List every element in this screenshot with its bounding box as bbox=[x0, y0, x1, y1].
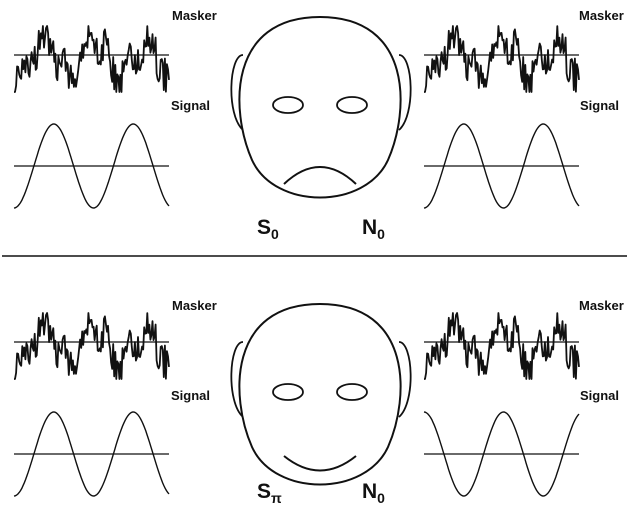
signal-label-right-bottom: Signal bbox=[580, 388, 620, 403]
masker-label-left-top: Masker bbox=[172, 8, 217, 23]
signal-condition-bottom: Sπ bbox=[257, 480, 282, 506]
signal-left-bottom-sine-waveform-icon bbox=[13, 411, 170, 497]
face-top-mouth-frown bbox=[283, 166, 357, 185]
signal-label-left-bottom: Signal bbox=[171, 388, 211, 403]
signal-right-top-sine-waveform-icon bbox=[423, 123, 580, 209]
noise-condition-top: N0 bbox=[362, 216, 385, 242]
masker-right-bottom-noise-waveform-icon bbox=[424, 312, 580, 380]
noise-condition-bottom: N0 bbox=[362, 480, 385, 506]
face-bottom-mouth-smile bbox=[283, 455, 357, 472]
masker-right-top-noise-waveform-icon bbox=[424, 25, 580, 93]
signal-condition-top: S0 bbox=[257, 216, 279, 242]
signal-label-right-top: Signal bbox=[580, 98, 620, 113]
masker-label-right-bottom: Masker bbox=[579, 298, 624, 313]
masker-label-right-top: Masker bbox=[579, 8, 624, 23]
face-bottom-head-outline-icon bbox=[238, 302, 402, 486]
masker-label-left-bottom: Masker bbox=[172, 298, 217, 313]
signal-label-left-top: Signal bbox=[171, 98, 211, 113]
signal-left-top-sine-waveform-icon bbox=[13, 123, 170, 209]
face-bottom-eye-left bbox=[272, 383, 304, 401]
face-top-head-outline-icon bbox=[238, 15, 402, 199]
masker-left-bottom-noise-waveform-icon bbox=[14, 312, 170, 380]
face-top-eye-right bbox=[336, 96, 368, 114]
signal-right-bottom-sine-waveform-icon bbox=[423, 411, 580, 497]
face-bottom-eye-right bbox=[336, 383, 368, 401]
face-bottom-ear-left bbox=[230, 341, 244, 418]
face-top-ear-right bbox=[398, 54, 412, 131]
face-top-eye-left bbox=[272, 96, 304, 114]
masker-left-top-noise-waveform-icon bbox=[14, 25, 170, 93]
face-bottom-ear-right bbox=[398, 341, 412, 418]
face-top-ear-left bbox=[230, 54, 244, 131]
